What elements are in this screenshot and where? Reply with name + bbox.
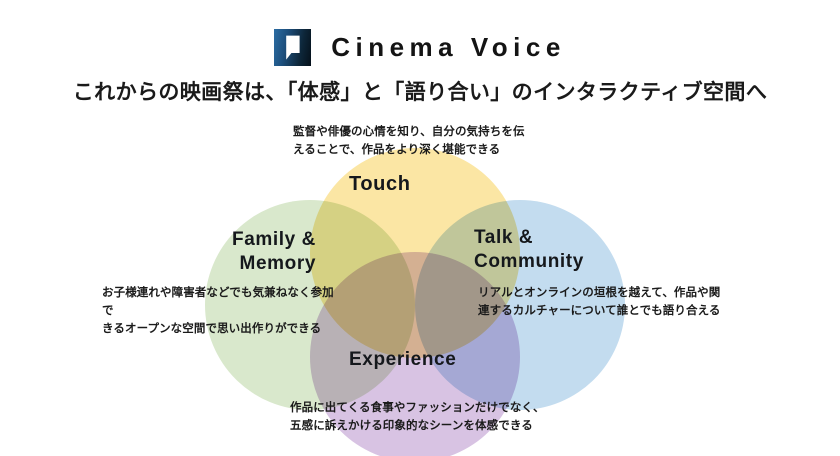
- caption-family-memory: お子様連れや障害者などでも気兼ねなく参加で きるオープンな空間で思い出作りができ…: [102, 285, 334, 338]
- caption-family-line2: きるオープンな空間で思い出作りができる: [102, 322, 322, 335]
- venn-label-touch: Touch: [349, 172, 411, 197]
- brand-wordmark: Cinema Voice: [331, 32, 566, 62]
- caption-experience: 作品に出てくる食事やファッションだけでなく、 五感に訴えかける印象的なシーンを体…: [290, 400, 550, 436]
- cinema-voice-logo-icon: [274, 28, 312, 66]
- caption-talk-line2: 連するカルチャーについて誰とでも語り合える: [478, 304, 721, 317]
- caption-talk-line1: リアルとオンラインの垣根を越えて、作品や関: [478, 287, 721, 299]
- venn-label-experience-line1: Experience: [349, 349, 457, 370]
- caption-touch: 監督や俳優の心情を知り、自分の気持ちを伝 えることで、作品をより深く堪能できる: [293, 124, 543, 160]
- caption-touch-line1: 監督や俳優の心情を知り、自分の気持ちを伝: [293, 126, 525, 138]
- venn-diagram: [205, 148, 625, 456]
- venn-circle-experience: [310, 252, 520, 456]
- venn-label-talk-line2: Community: [474, 250, 584, 272]
- caption-experience-line2: 五感に訴えかける印象的なシーンを体感できる: [290, 419, 533, 432]
- caption-experience-line1: 作品に出てくる食事やファッションだけでなく、: [290, 402, 545, 414]
- venn-label-family-line2: Memory: [239, 252, 316, 274]
- venn-label-touch-line1: Touch: [349, 173, 411, 195]
- venn-label-family-memory: Family & Memory: [232, 228, 316, 276]
- venn-label-experience: Experience: [349, 348, 456, 372]
- venn-label-talk-line1: Talk &: [474, 227, 534, 248]
- brand-header: Cinema Voice: [0, 24, 840, 70]
- caption-touch-line2: えることで、作品をより深く堪能できる: [293, 143, 501, 156]
- venn-label-family-line1: Family &: [232, 229, 316, 250]
- caption-talk-community: リアルとオンラインの垣根を越えて、作品や関 連するカルチャーについて誰とでも語り…: [478, 285, 726, 321]
- caption-family-line1: お子様連れや障害者などでも気兼ねなく参加で: [102, 287, 334, 317]
- venn-label-talk-community: Talk & Community: [474, 226, 584, 274]
- slide-subtitle: これからの映画祭は、「体感」と「語り合い」のインタラクティブ空間へ: [72, 81, 768, 104]
